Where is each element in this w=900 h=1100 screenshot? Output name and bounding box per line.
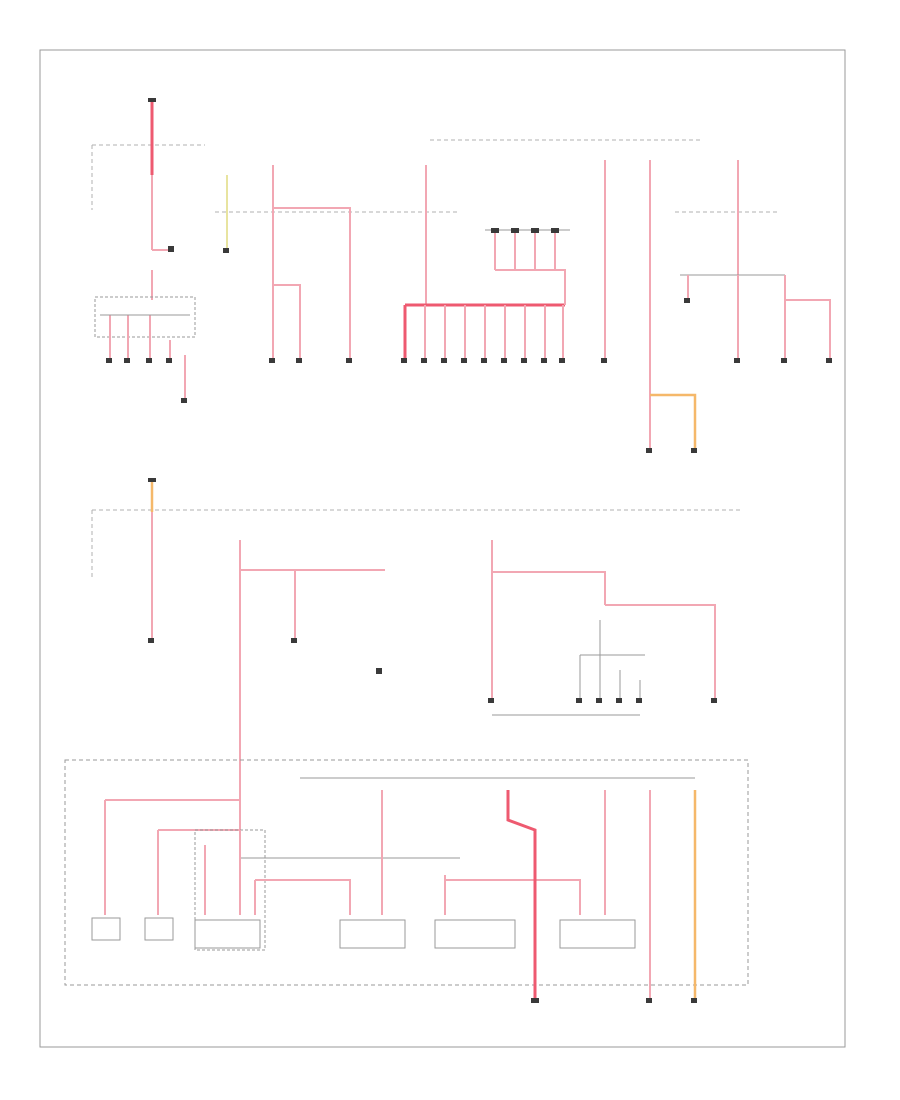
- top-section: [91, 98, 832, 453]
- bottom-section: [64, 759, 749, 1003]
- middle-section: [91, 478, 740, 830]
- diagram-frame: [39, 49, 846, 1048]
